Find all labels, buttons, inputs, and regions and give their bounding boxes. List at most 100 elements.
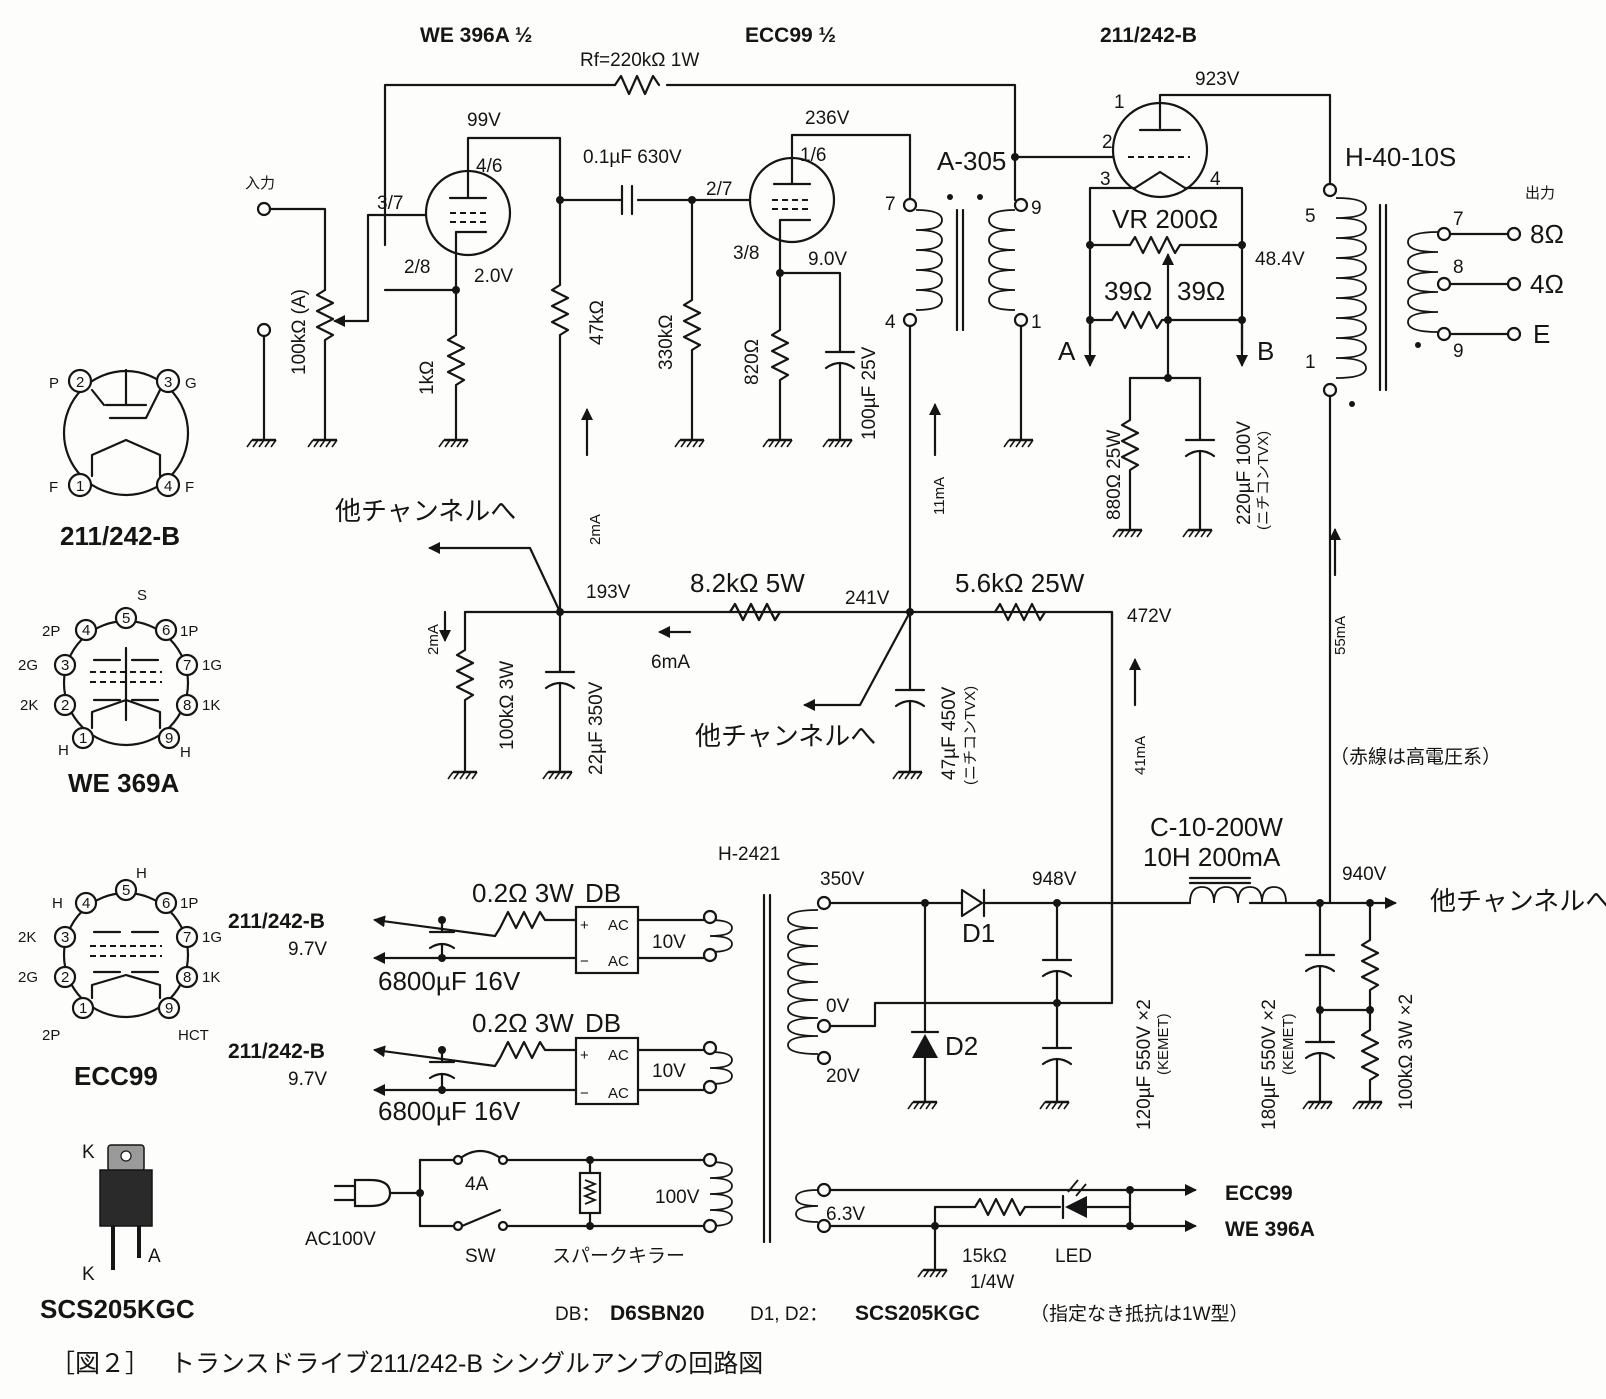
ecc99-n3: 3 <box>61 929 69 946</box>
p369-n2: 2 <box>61 697 69 714</box>
led-label: LED <box>1055 1246 1092 1267</box>
ecc99-1g: 1G <box>202 929 222 946</box>
grid1-wire <box>358 213 430 323</box>
heater-voltage: 6.3V <box>826 1204 865 1225</box>
tube3-label: 211/242-B <box>1100 24 1197 47</box>
ot-pin1: 1 <box>1305 352 1316 373</box>
figure-number: ［図２］ <box>50 1350 150 1378</box>
feedback-wire-2 <box>665 83 1017 202</box>
p369-n3: 3 <box>61 657 69 674</box>
v241: 241V <box>845 588 890 609</box>
fil2-sec-voltage: 10V <box>652 1061 686 1082</box>
heater-winding <box>795 1189 819 1223</box>
it-pin1: 1 <box>1031 312 1042 333</box>
p369-2p: 2P <box>42 623 60 640</box>
p211-g: G <box>185 375 197 392</box>
ecc99-2p: 2P <box>42 1027 60 1044</box>
ecc99-n7: 7 <box>183 929 191 946</box>
r39b-label: 39Ω <box>1177 276 1225 306</box>
other-ch-arrow-2 <box>803 610 912 711</box>
v2-pin-cathode: 3/8 <box>733 243 759 264</box>
legend-db-part: D6SBN20 <box>610 1302 705 1325</box>
p211-f1: F <box>49 479 58 496</box>
fil2-resistor: 0.2Ω 3W <box>472 1008 574 1038</box>
feedback-resistor <box>613 74 661 96</box>
scs205kgc-package <box>99 1144 153 1270</box>
fil1-sec-voltage: 10V <box>652 932 686 953</box>
input-label: 入力 <box>245 175 275 192</box>
i-2ma-b: 2mA <box>425 624 442 655</box>
c220u-label: 220µF 100V <box>1234 421 1255 525</box>
p369-n8: 8 <box>183 697 191 714</box>
v3-pin3: 3 <box>1100 169 1111 190</box>
tube1-label: WE 396A ½ <box>420 24 532 47</box>
legend-d: D1, D2： <box>750 1304 828 1325</box>
p369-2k: 2K <box>20 697 38 714</box>
fil1-plus: + <box>580 917 589 934</box>
point-a: A <box>1058 336 1076 366</box>
it-pin4: 4 <box>885 312 896 333</box>
v1-plate-wire <box>466 136 562 202</box>
fil2-plus: + <box>580 1047 589 1064</box>
legend-note: （指定なき抵抗は1W型） <box>1030 1303 1249 1325</box>
r100k-stack <box>1360 901 1380 1104</box>
fil1-ac-top: AC <box>608 917 629 934</box>
spark-killer <box>578 1171 602 1215</box>
diode-k-top: K <box>82 1142 95 1163</box>
p369-h2: H <box>180 744 191 761</box>
fil1-resistor: 0.2Ω 3W <box>472 878 574 908</box>
coupling-cap-label: 0.1µF 630V <box>583 147 682 168</box>
it-pin9: 9 <box>1031 198 1042 219</box>
input-wire <box>268 207 327 292</box>
diode-d2 <box>912 1034 938 1058</box>
switch-label: SW <box>465 1246 496 1267</box>
v193: 193V <box>586 582 631 603</box>
c22u-label: 22µF 350V <box>586 681 607 775</box>
fil1-voltage: 9.7V <box>288 939 327 960</box>
r8k2-label: 8.2kΩ 5W <box>690 568 805 598</box>
primary-winding <box>709 1161 733 1227</box>
ecc99-n8: 8 <box>183 969 191 986</box>
vr-label: VR 200Ω <box>1112 204 1218 234</box>
v2-plate-wire <box>790 133 912 202</box>
r8k2 <box>728 602 782 622</box>
ot-pin8: 8 <box>1453 257 1464 278</box>
fil2-secondary <box>709 1051 733 1085</box>
p211-f2: F <box>185 479 194 496</box>
fil2-dest: 211/242-B <box>228 1040 325 1063</box>
fil1-minus: − <box>580 953 589 970</box>
r5k6 <box>993 602 1047 622</box>
hv-secondary <box>787 909 819 1055</box>
it-pin7: 7 <box>885 194 896 215</box>
v1-cathode-voltage: 2.0V <box>474 266 513 287</box>
fuse-4a <box>456 1149 505 1162</box>
feedback-wire <box>383 83 617 247</box>
pinout-we369a-name: WE 369A <box>68 768 179 798</box>
red-line-note: （赤線は高電圧系） <box>1330 746 1501 768</box>
ac-plug <box>353 1178 392 1208</box>
v1-pin-cathode: 2/8 <box>404 257 430 278</box>
p369-n7: 7 <box>183 657 191 674</box>
r1k <box>446 288 466 442</box>
out-e-terminal <box>1506 326 1522 342</box>
r5k6-label: 5.6kΩ 25W <box>955 568 1085 598</box>
p211-n3: 3 <box>164 374 172 391</box>
v1-plate-voltage: 99V <box>467 110 501 131</box>
r880-label: 880Ω 25W <box>1104 430 1125 520</box>
r1k-label: 1kΩ <box>417 361 438 395</box>
v3-pin4: 4 <box>1210 169 1221 190</box>
ecc99-2k: 2K <box>18 929 36 946</box>
p369-1p: 1P <box>180 623 198 640</box>
rf-label: Rf=220kΩ 1W <box>580 50 699 71</box>
out-4ohm-terminal <box>1506 276 1522 292</box>
p211-n4: 4 <box>164 478 172 495</box>
r330k <box>682 198 702 442</box>
other-ch-arrow-1 <box>428 542 562 614</box>
legend-db: DB： <box>555 1304 600 1325</box>
diode-d1 <box>960 888 984 918</box>
interstage-secondary <box>988 209 1016 311</box>
fil1-ac-bottom: AC <box>608 953 629 970</box>
led <box>1065 1196 1087 1218</box>
v3-plate-voltage: 923V <box>1195 69 1240 90</box>
